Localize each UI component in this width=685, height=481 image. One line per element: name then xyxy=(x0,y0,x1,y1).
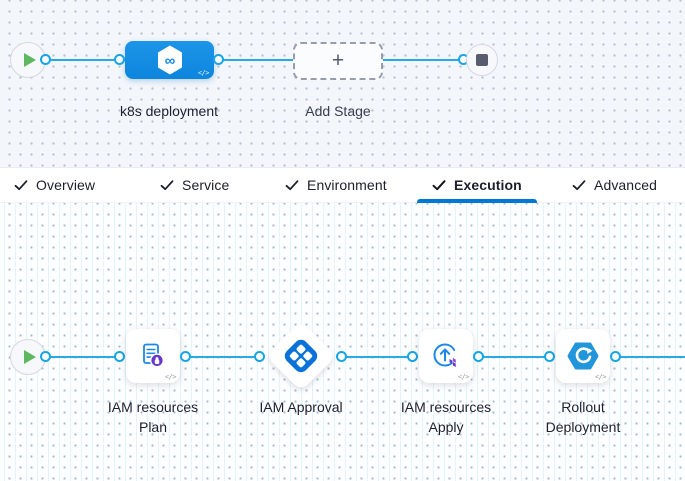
tab-execution[interactable]: Execution xyxy=(432,168,522,202)
connector-line xyxy=(616,356,685,358)
tab-label: Service xyxy=(182,177,230,193)
check-icon xyxy=(285,180,299,191)
tab-environment[interactable]: Environment xyxy=(285,168,387,202)
add-stage-label: Add Stage xyxy=(305,103,371,119)
stage-node-k8s-deployment[interactable]: ∞ </> xyxy=(125,41,214,79)
step-iam-approval[interactable] xyxy=(265,320,337,392)
connector-line xyxy=(219,59,293,61)
port-dot[interactable] xyxy=(407,351,418,362)
step-iam-resources-plan[interactable]: </> xyxy=(126,329,180,383)
check-icon xyxy=(160,180,174,191)
port-dot[interactable] xyxy=(114,351,125,362)
code-view-icon[interactable]: </> xyxy=(197,69,210,77)
svg-text:∞: ∞ xyxy=(164,53,175,70)
tab-overview[interactable]: Overview xyxy=(14,168,95,202)
port-dot[interactable] xyxy=(544,351,555,362)
terraform-plan-icon xyxy=(143,343,165,368)
port-dot[interactable] xyxy=(336,351,347,362)
connector-line xyxy=(383,59,459,61)
code-view-icon[interactable]: </> xyxy=(164,373,177,381)
harness-cd-icon: ∞ xyxy=(157,45,182,75)
code-view-icon[interactable]: </> xyxy=(457,373,470,381)
port-dot[interactable] xyxy=(40,351,51,362)
stage-canvas: ∞ </> + k8s deployment Add Stage xyxy=(0,0,685,167)
tab-service[interactable]: Service xyxy=(160,168,229,202)
port-dot[interactable] xyxy=(114,54,125,65)
tab-advanced[interactable]: Advanced xyxy=(572,168,657,202)
pipeline-end-button[interactable] xyxy=(466,44,498,76)
check-icon xyxy=(432,180,446,191)
port-dot[interactable] xyxy=(213,54,224,65)
active-tab-underline xyxy=(417,199,537,203)
step-label-approval: IAM Approval xyxy=(259,399,343,415)
port-dot[interactable] xyxy=(473,351,484,362)
stage-config-tabbar: Overview Service Environment Execution A… xyxy=(0,167,685,203)
play-icon xyxy=(24,350,36,364)
check-icon xyxy=(572,180,586,191)
port-dot[interactable] xyxy=(610,351,621,362)
connector-line xyxy=(342,356,413,358)
code-view-icon[interactable]: </> xyxy=(594,373,607,381)
step-iam-resources-apply[interactable]: </> xyxy=(419,329,473,383)
connector-line xyxy=(46,59,120,61)
connector-line xyxy=(46,356,120,358)
terraform-logo xyxy=(449,357,456,368)
add-stage-button[interactable]: + xyxy=(293,42,383,80)
execution-canvas: </> xyxy=(0,203,685,481)
check-icon xyxy=(14,180,28,191)
connector-line xyxy=(479,356,550,358)
port-dot[interactable] xyxy=(254,351,265,362)
approval-icon xyxy=(284,339,318,373)
tab-label: Advanced xyxy=(594,177,658,193)
tab-label: Overview xyxy=(36,177,96,193)
rollout-icon xyxy=(567,342,599,370)
terraform-apply-icon xyxy=(433,343,457,368)
plus-icon: + xyxy=(331,48,345,72)
tab-label: Execution xyxy=(454,177,522,193)
tab-label: Environment xyxy=(307,177,387,193)
connector-line xyxy=(186,356,260,358)
stop-icon xyxy=(476,54,488,66)
stage-label: k8s deployment xyxy=(119,103,219,119)
port-dot[interactable] xyxy=(180,351,191,362)
play-icon xyxy=(24,53,36,67)
port-dot[interactable] xyxy=(40,54,51,65)
step-rollout-deployment[interactable]: </> xyxy=(556,329,610,383)
